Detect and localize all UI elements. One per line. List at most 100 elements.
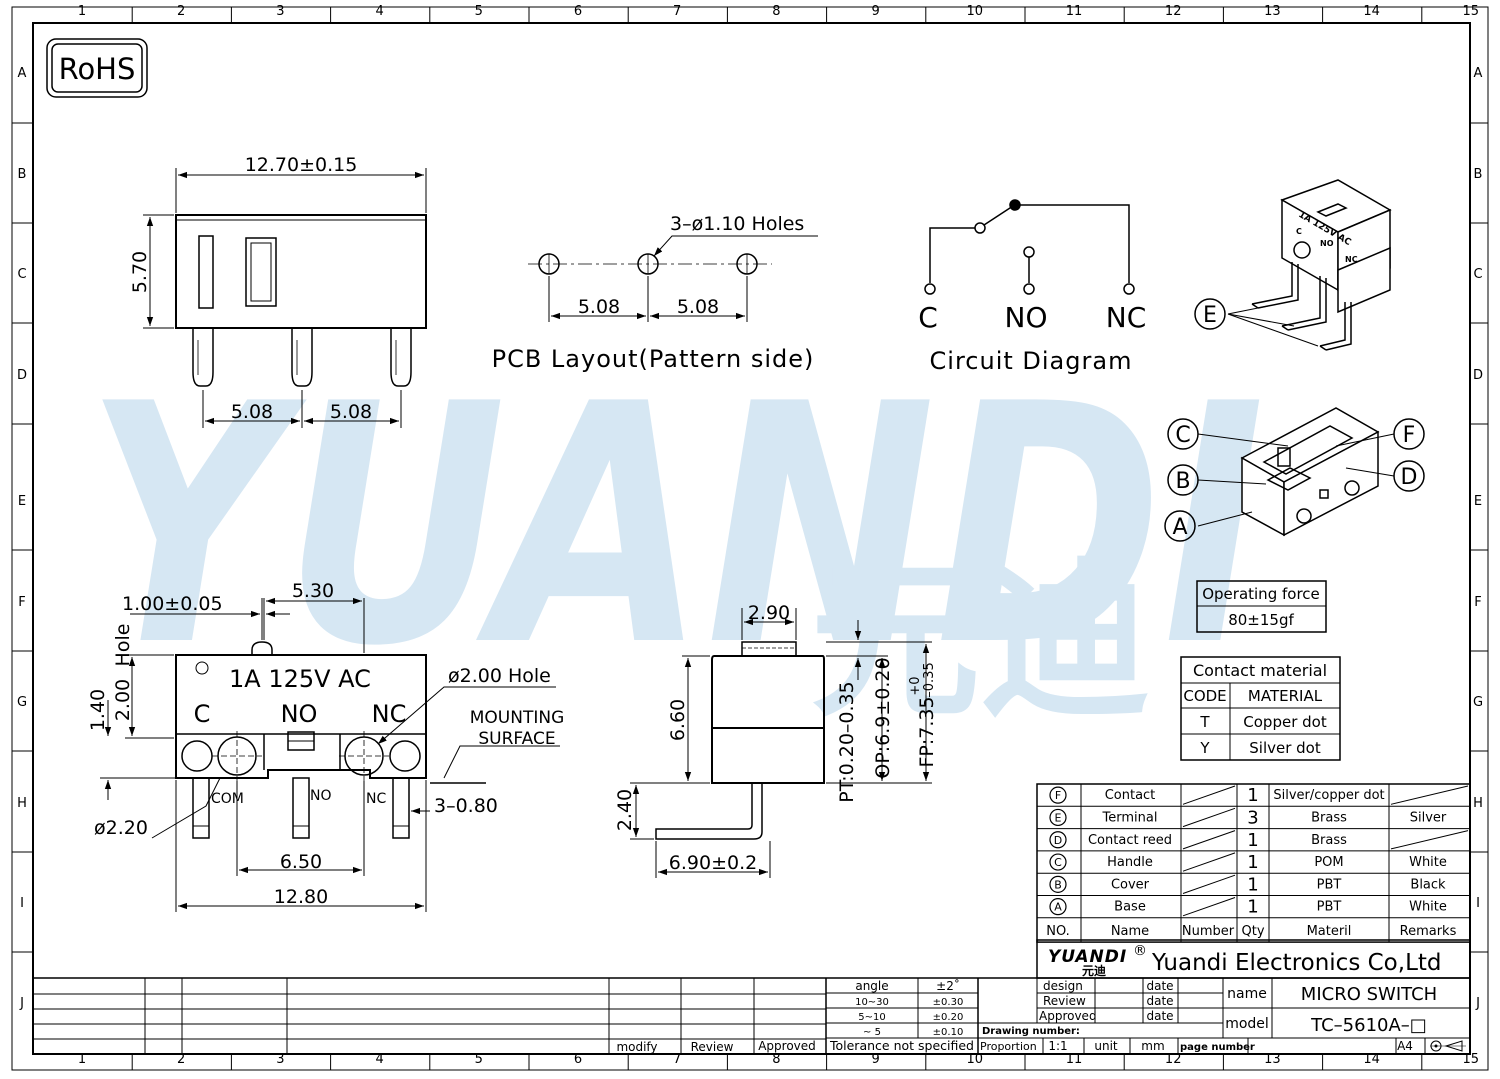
tb-proportion-value: 1:1	[1048, 1039, 1067, 1053]
end-operating-pos: OP:6.9±0.20	[872, 657, 894, 778]
bom-material: POM	[1314, 855, 1343, 870]
bom-name: Cover	[1111, 877, 1150, 892]
side-nc-small: NC	[366, 791, 386, 807]
contact-material-table	[1180, 656, 1341, 761]
company-logo-cjk: 元迪	[1082, 963, 1106, 978]
bom-material: Brass	[1311, 810, 1347, 825]
side-rating: 1A 125V AC	[229, 665, 371, 693]
grid-row-label: H	[17, 796, 27, 811]
end-pin-height: 2.40	[614, 789, 636, 831]
tb-model-label: model	[1225, 1016, 1269, 1032]
front-pitch-right: 5.08	[330, 401, 372, 423]
iso-mark-nc: NC	[1345, 255, 1358, 264]
grid-col-label: 9	[871, 1052, 879, 1067]
circuit-label-c: C	[918, 301, 938, 334]
bom-item-marker	[1049, 898, 1067, 916]
grid-col-label: 1	[78, 1052, 86, 1067]
rohs-badge: RoHS	[46, 38, 148, 98]
side-label-nc: NC	[372, 700, 407, 728]
grid-col-label: 7	[673, 4, 681, 19]
tol-10-30: 10~30	[855, 997, 889, 1008]
company-logo-reg: ®	[1133, 943, 1147, 959]
bom-no: A	[1054, 901, 1062, 914]
tb-unit: unit	[1094, 1039, 1118, 1053]
grid-row-label: G	[1473, 695, 1483, 710]
tb-proportion: Proportion	[980, 1040, 1037, 1053]
grid-col-label: 13	[1264, 1052, 1281, 1067]
operating-force-value: 80±15gf	[1228, 611, 1294, 629]
tb-name-label: name	[1227, 986, 1267, 1002]
iso-view-exploded	[1164, 407, 1425, 542]
contact-material-row0-code: T	[1199, 713, 1210, 731]
pcb-layout	[528, 235, 818, 322]
bom-qty: 3	[1247, 807, 1258, 828]
grid-col-label: 12	[1165, 4, 1182, 19]
side-view	[100, 597, 560, 912]
tol-10-30-val: ±0.30	[933, 997, 964, 1008]
end-free-pos: FP:7.35	[916, 696, 938, 767]
tb-date-3: date	[1146, 1009, 1173, 1023]
bom-name: Terminal	[1102, 810, 1158, 825]
contact-material-row1-material: Silver dot	[1249, 739, 1321, 757]
end-top-width: 2.90	[748, 602, 790, 624]
end-pin-length: 6.90±0.2	[669, 852, 757, 874]
grid-row-label: A	[1474, 66, 1483, 81]
rev-review: Review	[691, 1040, 734, 1054]
bom-qty: 1	[1247, 785, 1258, 806]
bom-remarks: White	[1409, 900, 1447, 915]
tb-model-value: TC–5610A–□	[1310, 1015, 1427, 1036]
grid-col-label: 10	[967, 1052, 984, 1067]
side-label-c: C	[194, 700, 211, 728]
grid-col-label: 15	[1463, 4, 1480, 19]
title-block	[32, 977, 1471, 1055]
company-header: YUANDI ® 元迪 Yuandi Electronics Co,Ltd	[1036, 939, 1471, 979]
iso-mark-c: C	[1296, 227, 1302, 236]
bom-no: D	[1054, 834, 1062, 847]
tb-date-1: date	[1146, 979, 1173, 993]
rev-modify: modify	[616, 1040, 657, 1054]
grid-row-label: D	[1473, 368, 1483, 383]
company-name: Yuandi Electronics Co,Ltd	[1151, 950, 1442, 976]
grid-row-label: C	[17, 267, 26, 282]
grid-col-label: 5	[475, 1052, 483, 1067]
grid-col-label: 8	[772, 1052, 780, 1067]
bom-material: PBT	[1317, 877, 1342, 892]
grid-col-label: 14	[1363, 1052, 1380, 1067]
grid-row-label: C	[1473, 267, 1482, 282]
grid-col-label: 6	[574, 1052, 582, 1067]
side-total-len: 12.80	[274, 886, 328, 908]
bom-item-marker	[1049, 808, 1067, 827]
side-mounting-2: SURFACE	[478, 729, 555, 749]
side-dim-200: 2.00	[112, 679, 134, 721]
pcb-pitch-right: 5.08	[677, 296, 719, 318]
end-body-height: 6.60	[667, 699, 689, 741]
grid-col-label: 3	[276, 4, 284, 19]
front-view	[143, 168, 427, 428]
bom-remarks: White	[1409, 855, 1447, 870]
end-free-pos-sub: –0.35	[922, 662, 937, 697]
bom-material: Brass	[1311, 833, 1347, 848]
tb-approved: Approved	[1039, 1009, 1097, 1023]
tol-under-5-val: ±0.10	[933, 1027, 964, 1038]
company-logo: YUANDI	[1048, 947, 1127, 967]
grid-row-label: H	[1473, 796, 1483, 811]
side-boss-dia: ø2.20	[94, 817, 148, 839]
iso-mark-no: NO	[1320, 239, 1334, 248]
side-pin-dia: 1.00±0.05	[122, 593, 223, 615]
bom-header-no: NO.	[1046, 924, 1070, 939]
tb-review: Review	[1043, 994, 1086, 1008]
bom-qty: 1	[1247, 852, 1258, 873]
contact-material-header-material: MATERIAL	[1248, 687, 1323, 705]
side-hole-pitch: 6.50	[280, 851, 322, 873]
grid-col-label: 6	[574, 4, 582, 19]
operating-force-label: Operating force	[1202, 585, 1320, 603]
pcb-layout-title: PCB Layout(Pattern side)	[492, 345, 815, 373]
side-hole-label: Hole	[112, 624, 134, 667]
tb-drawing-number: Drawing number:	[982, 1026, 1080, 1037]
grid-row-label: E	[1474, 494, 1482, 509]
iso-label-f: F	[1403, 423, 1416, 448]
front-width-dim: 12.70±0.15	[245, 154, 358, 176]
bom-header-remarks: Remarks	[1400, 924, 1457, 939]
